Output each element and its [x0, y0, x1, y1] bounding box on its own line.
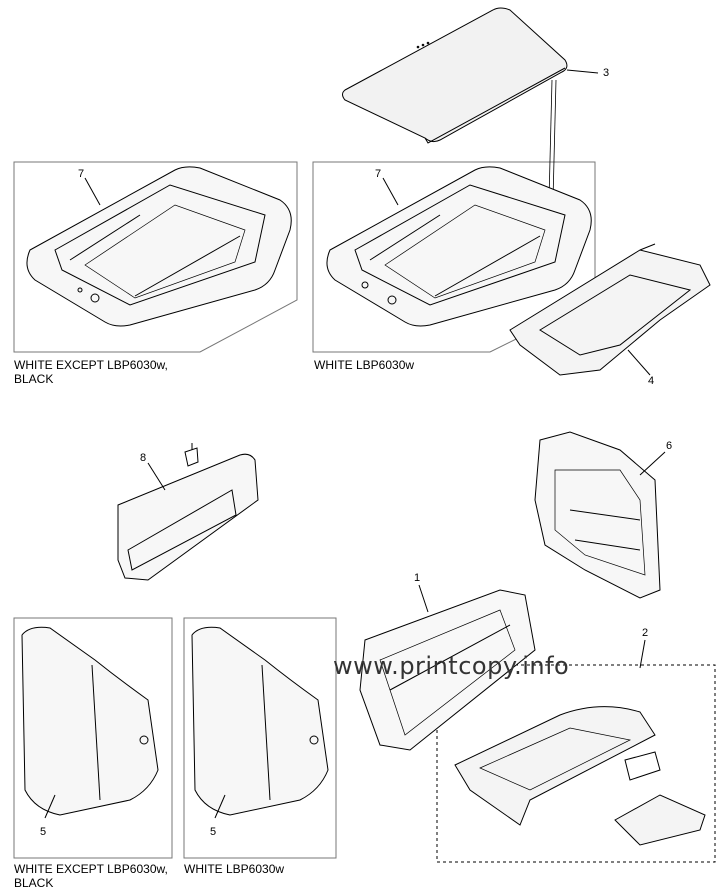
caption-bottom-left-line1: WHITE EXCEPT LBP6030w, [14, 862, 168, 876]
part-3-top-cover [342, 7, 568, 144]
part-7-frame-middle [326, 166, 592, 327]
part-5-cover-middle [191, 626, 329, 816]
leader-7b [382, 177, 399, 206]
leader-5a [44, 794, 56, 819]
leader-7a [84, 177, 101, 206]
callout-4: 4 [648, 375, 655, 387]
caption-bottom-left-line2: BLACK [14, 876, 54, 890]
caption-top-left-line1: WHITE EXCEPT LBP6030w, [14, 358, 168, 372]
callout-5-left: 5 [40, 826, 47, 838]
callout-3: 3 [603, 67, 610, 79]
leader-4 [627, 349, 651, 376]
leader-2 [639, 639, 646, 669]
part-6-side-cover [534, 431, 661, 599]
callout-2: 2 [642, 627, 649, 639]
part-5-cover-left [21, 626, 159, 816]
caption-top-middle: WHITE LBP6030w [314, 358, 415, 372]
part-4-output-tray [509, 243, 711, 376]
part-8-plate [117, 443, 259, 581]
part-1-main-frame [359, 589, 536, 751]
caption-bottom-middle: WHITE LBP6030w [184, 862, 285, 876]
callout-6: 6 [666, 440, 673, 452]
leader-5b [214, 794, 226, 819]
caption-top-left-line2: BLACK [14, 372, 54, 386]
callout-1: 1 [414, 572, 421, 584]
part-2-paper-tray [454, 706, 706, 846]
callout-8: 8 [140, 452, 147, 464]
frame-top-left [13, 161, 298, 353]
leader-1 [418, 584, 429, 613]
leader-8 [147, 462, 166, 491]
part-7-frame-left [26, 166, 292, 327]
frame-bottom-left [13, 617, 173, 859]
callout-5-middle: 5 [210, 826, 217, 838]
callout-7-left: 7 [78, 168, 85, 180]
watermark: www.printcopy.info [333, 652, 570, 680]
frame-part-2-dashed [436, 664, 716, 863]
callout-7-middle: 7 [375, 168, 382, 180]
leader-6 [639, 451, 666, 476]
leader-3 [566, 69, 599, 74]
frame-bottom-middle [183, 617, 337, 859]
